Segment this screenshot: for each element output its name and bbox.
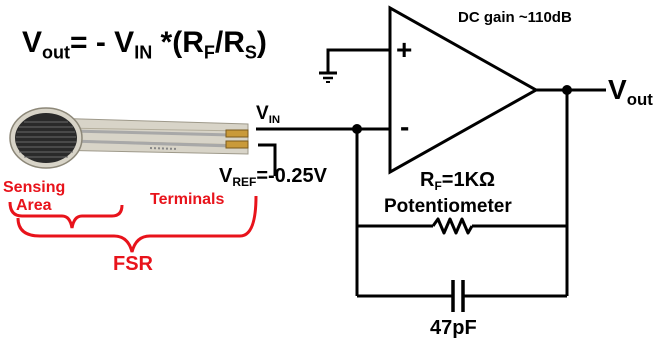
vref-value: =-0.25V (256, 165, 327, 187)
ground-wire (326, 48, 390, 72)
gain-formula: Vout= - VIN *(RF/RS) (22, 26, 267, 62)
potentiometer-label: Potentiometer (384, 196, 512, 217)
vout-v: V (608, 74, 627, 105)
fsr-label: FSR (113, 253, 153, 275)
sensing-area-brace (8, 201, 124, 229)
vref-v: V (219, 165, 233, 187)
sensing-label-line1: Sensing (3, 179, 66, 196)
rf-r: R (420, 169, 435, 191)
sensing-label-line2: Area (16, 197, 52, 214)
formula-slash: /R (214, 26, 245, 59)
opamp-minus-sign: - (400, 111, 410, 142)
rf-value: =1KΩ (441, 169, 496, 191)
opamp-triangle (388, 5, 540, 175)
formula-in-sub: IN (134, 42, 153, 63)
junction-input-dot (352, 124, 362, 134)
formula-mid: *(R (152, 26, 204, 59)
vref-sub: REF (232, 175, 257, 190)
vout-label: Vout (608, 74, 653, 108)
junction-output-dot (562, 85, 572, 95)
vout-sub: out (626, 89, 653, 109)
resistor-icon (431, 217, 474, 235)
fsr-sensor-image (9, 107, 249, 169)
capacitor-label: 47pF (430, 317, 477, 339)
opamp-plus-sign: + (396, 34, 413, 65)
formula-out-sub: out (42, 42, 70, 63)
ground-icon (319, 71, 337, 83)
formula-close: ) (256, 26, 267, 59)
dc-gain-label: DC gain ~110dB (458, 9, 572, 26)
fsr-brace (16, 195, 258, 253)
rf-sub: F (434, 179, 442, 194)
formula-f-sub: F (203, 42, 215, 63)
vref-wire (258, 143, 277, 176)
terminals-label: Terminals (150, 191, 225, 208)
formula-v: V (22, 26, 43, 59)
vin-label: VIN (256, 103, 281, 126)
rf-label: RF=1KΩ (420, 169, 496, 194)
vref-label: VREF=-0.25V (219, 165, 327, 190)
formula-s-sub: S (244, 42, 257, 63)
vin-v: V (256, 103, 269, 124)
vin-sub: IN (268, 113, 281, 126)
formula-eq-neg: = - V (70, 26, 135, 59)
capacitor-icon (451, 280, 465, 312)
